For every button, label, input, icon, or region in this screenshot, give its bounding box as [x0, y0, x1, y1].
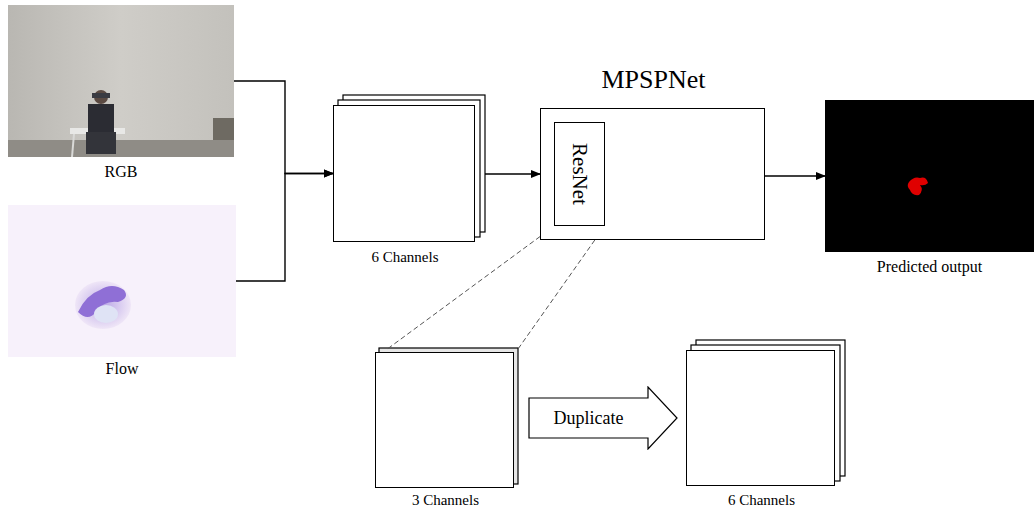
zoom-line	[518, 227, 604, 349]
flow-image	[8, 205, 236, 357]
node-label: RGB	[105, 163, 138, 181]
rgb-photo	[8, 5, 234, 157]
node-label: 3 Channels	[412, 492, 479, 509]
node-label: Flow	[106, 360, 139, 378]
image-input: RGB	[8, 5, 234, 157]
node-label: 6 Channels	[728, 492, 795, 509]
node-label: MPSPNet	[601, 65, 705, 95]
prediction-image	[825, 100, 1034, 252]
flow-arrow	[236, 174, 333, 282]
arrow-label: Duplicate	[554, 408, 624, 429]
flow-arrow	[485, 173, 540, 174]
tensor-stack: 6 Channels	[686, 350, 835, 486]
duplicate-arrow: Duplicate	[528, 386, 678, 450]
zoom-line	[386, 227, 553, 350]
node-label: Predicted output	[877, 258, 982, 276]
tensor-stack: 6 Channels	[333, 105, 475, 242]
backbone-box: ResNet	[554, 122, 605, 226]
output-image: Predicted output	[825, 100, 1034, 252]
image-input: Flow	[8, 205, 236, 357]
vertical-label: ResNet	[567, 143, 591, 205]
network-box: MPSPNetResNet	[540, 108, 765, 240]
flow-arrow	[234, 81, 333, 174]
flow-arrow	[765, 175, 825, 176]
node-label: 6 Channels	[371, 249, 438, 266]
tensor-box: 3 Channels	[375, 352, 514, 488]
